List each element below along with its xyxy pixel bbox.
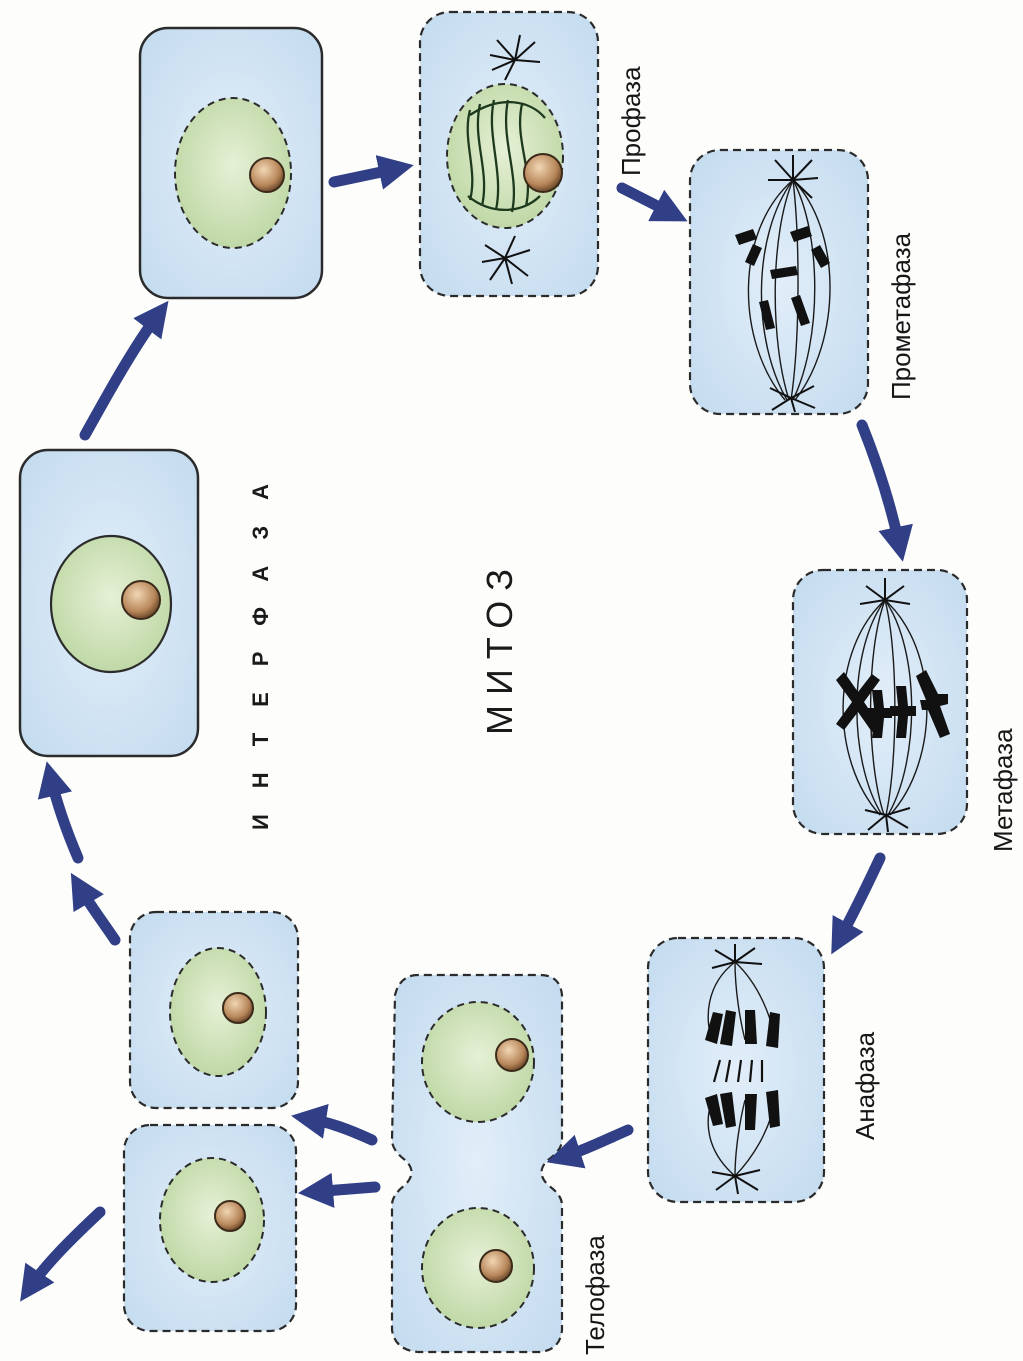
arrow-daughter-lower-out bbox=[28, 1212, 100, 1290]
telophase-cell bbox=[392, 975, 562, 1352]
arrow-metaphase-to-anaphase bbox=[838, 858, 880, 942]
prometaphase-cell bbox=[690, 150, 868, 414]
center-label-interphase: ИНТЕРФАЗА bbox=[248, 458, 273, 830]
prophase-cell bbox=[420, 12, 598, 296]
arrow-telophase-to-daughter-lower bbox=[312, 1187, 375, 1192]
daughter-cell-lower bbox=[124, 1125, 296, 1331]
center-label-mitosis: МИТОЗ bbox=[479, 559, 520, 735]
interphase-cell-large bbox=[20, 450, 198, 756]
arrow-telophase-to-daughter-upper bbox=[305, 1118, 372, 1140]
arrow-daughter-upper-to-g1 bbox=[78, 885, 115, 940]
arrow-prophase-to-prometaphase bbox=[622, 188, 675, 215]
phase-label-metaphase: Метафаза bbox=[988, 728, 1018, 852]
phase-label-telophase: Телофаза bbox=[580, 1235, 610, 1355]
arrow-prometaphase-to-metaphase bbox=[862, 425, 900, 548]
arrow-interphase-to-prophase bbox=[334, 168, 400, 182]
arrow-large-to-top bbox=[85, 312, 160, 435]
interphase-cell-top bbox=[140, 28, 322, 298]
phase-label-prometaphase: Прометафаза bbox=[886, 232, 916, 400]
arrow-g1-to-g1b bbox=[50, 775, 78, 858]
metaphase-cell bbox=[793, 570, 967, 834]
daughter-cell-upper bbox=[130, 912, 298, 1108]
phase-label-anaphase: Анафаза bbox=[850, 1031, 880, 1140]
arrow-anaphase-to-telophase bbox=[560, 1130, 628, 1158]
anaphase-cell bbox=[648, 938, 824, 1202]
phase-label-prophase: Профаза bbox=[616, 66, 646, 176]
